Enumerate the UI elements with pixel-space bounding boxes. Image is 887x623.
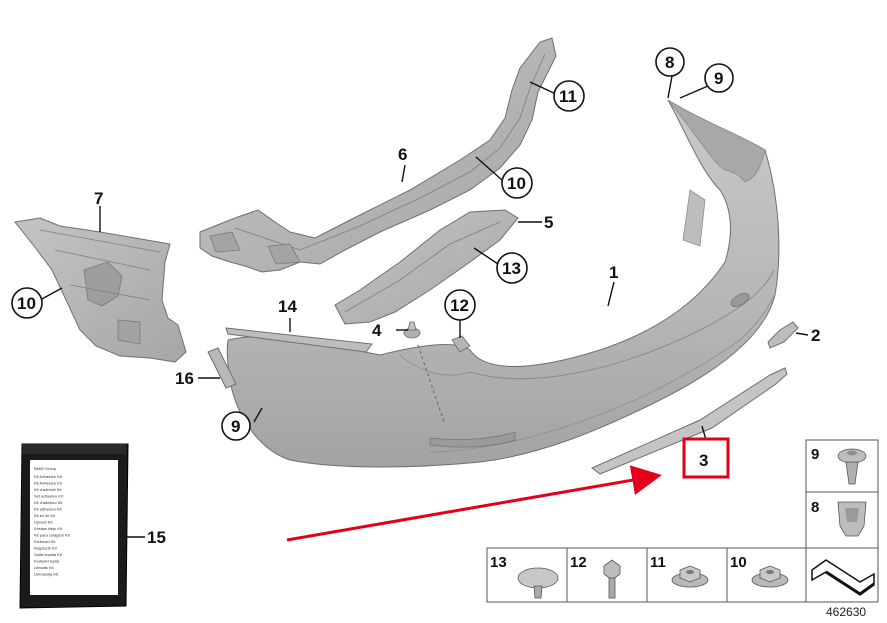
callout-5: 5 <box>544 213 553 232</box>
callout-11: 11 <box>553 80 585 112</box>
svg-text:10: 10 <box>507 174 526 193</box>
svg-text:9: 9 <box>231 417 240 436</box>
diagram-reference-number: 462630 <box>826 605 866 619</box>
package-text-line: Kit d'adesivo Kit <box>34 500 63 505</box>
rear-bumper-panel <box>226 99 780 468</box>
package-text-line: Limsats Kit <box>34 565 54 570</box>
svg-text:5: 5 <box>544 213 553 232</box>
package-text-line: Zestaw kleju Kit <box>34 526 63 531</box>
callout-16: 16 <box>175 369 194 388</box>
svg-text:6: 6 <box>398 145 407 164</box>
svg-text:12: 12 <box>450 296 469 315</box>
callout-15: 15 <box>147 528 166 547</box>
svg-text:15: 15 <box>147 528 166 547</box>
package-text-line: Klebeset Kit <box>34 539 56 544</box>
package-text-line: Kit d'adhésif Kit <box>34 487 62 492</box>
package-text-line: Komplet lepila <box>34 559 60 564</box>
legend-label-8: 8 <box>811 499 819 516</box>
svg-text:14: 14 <box>278 297 297 316</box>
callout-14: 14 <box>278 297 297 316</box>
mounting-screw <box>451 335 471 353</box>
package-text-line: Kit Adhesive Kit <box>34 481 63 486</box>
lower-trim-strip <box>591 367 788 475</box>
svg-text:11: 11 <box>559 87 577 106</box>
svg-text:16: 16 <box>175 369 194 388</box>
highlight-box <box>682 437 730 479</box>
leader-lines <box>39 75 809 538</box>
callout-10-upper: 10 <box>501 167 533 199</box>
generic-fastener-icon <box>811 559 875 596</box>
svg-text:2: 2 <box>811 326 820 345</box>
package-text-line: Set adhesivo Kit <box>34 494 64 499</box>
callout-13: 13 <box>496 252 528 284</box>
rivet-icon <box>837 448 867 485</box>
package-text-line: Kit adhesivo Kit <box>34 507 62 512</box>
svg-text:7: 7 <box>94 189 103 208</box>
hex-screw-icon <box>603 559 621 599</box>
right-reflector <box>767 321 799 349</box>
hex-nut-icon <box>751 565 789 588</box>
package-text-line: Lijmset Kit <box>34 520 53 525</box>
legend-label-12: 12 <box>570 554 587 571</box>
callout-12: 12 <box>444 289 476 321</box>
legend-label-13: 13 <box>490 554 507 571</box>
push-clip-icon <box>517 567 559 599</box>
svg-text:4: 4 <box>372 321 382 340</box>
package-text-line: Kit Adhesive Kit <box>34 474 63 479</box>
callout-1: 1 <box>609 263 618 282</box>
package-text-line: Kit para colagem Kit <box>34 533 71 538</box>
pointer-arrow <box>286 465 662 542</box>
legend-label-10: 10 <box>730 554 747 571</box>
callout-4: 4 <box>372 321 382 340</box>
legend-label-11: 11 <box>650 554 666 571</box>
callout-10-left: 10 <box>11 287 43 319</box>
svg-text:3: 3 <box>699 451 708 470</box>
svg-text:9: 9 <box>714 69 723 88</box>
callout-9-left: 9 <box>221 411 251 441</box>
fastener-legend: 9 8 13 12 11 10 <box>486 439 879 603</box>
callout-3: 3 <box>682 437 730 479</box>
legend-label-9: 9 <box>811 446 819 463</box>
left-bracket <box>14 217 187 363</box>
package-text-line: Sada lepidla Kit <box>34 552 63 557</box>
flange-nut-icon <box>671 565 709 588</box>
package-text-line: Kit en kit Kit <box>34 513 56 518</box>
package-text-line: Liimasarja Kit <box>34 572 59 577</box>
callout-7: 7 <box>94 189 103 208</box>
callout-2: 2 <box>811 326 820 345</box>
svg-text:13: 13 <box>502 259 521 278</box>
callout-9-top: 9 <box>704 63 734 93</box>
svg-text:1: 1 <box>609 263 618 282</box>
callout-6: 6 <box>398 145 407 164</box>
trim-strip <box>225 327 373 353</box>
callout-8: 8 <box>655 47 685 77</box>
svg-text:8: 8 <box>665 53 674 72</box>
lower-guide <box>334 209 519 325</box>
package-text-line: Ragasztó Kit <box>34 546 58 551</box>
clip-nut-icon <box>837 501 867 537</box>
side-reflector <box>207 347 237 389</box>
svg-text:10: 10 <box>17 294 36 313</box>
upper-carrier <box>199 37 557 273</box>
package-brand: BMW Group <box>34 466 57 471</box>
